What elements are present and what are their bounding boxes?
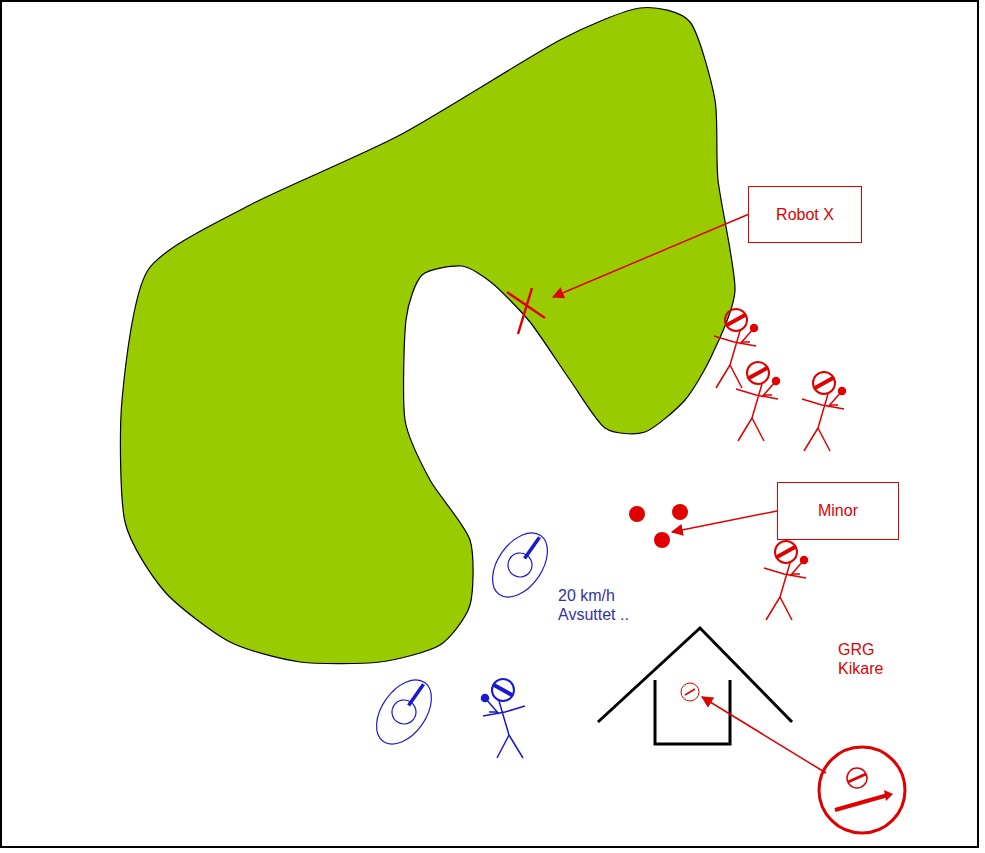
forest-area [120, 8, 735, 664]
robot-mark [507, 288, 545, 334]
vehicle-symbol [365, 670, 442, 754]
map-note: 20 km/h Avsuttet .. [558, 586, 630, 624]
soldier-symbol [736, 362, 780, 441]
soldier-symbol [764, 541, 808, 620]
map-note: GRG Kikare [838, 640, 896, 678]
leader-line [702, 697, 826, 773]
house-symbol [598, 628, 792, 744]
mine-symbol [654, 532, 670, 548]
mine-symbol [672, 504, 688, 520]
callout-text: Minor [818, 502, 858, 520]
callout-box: Minor [777, 482, 899, 540]
leader-line [553, 215, 748, 298]
mine-symbol [629, 506, 645, 522]
observer-mark [685, 689, 695, 695]
leader-line [672, 511, 777, 532]
observer-position [681, 683, 699, 701]
callout-box: Robot X [748, 186, 862, 243]
vehicle-symbol [481, 523, 558, 607]
callout-text: Robot X [776, 206, 834, 224]
soldier-symbol [802, 372, 846, 451]
soldier-symbol [482, 679, 526, 758]
observer-detail [819, 747, 905, 833]
